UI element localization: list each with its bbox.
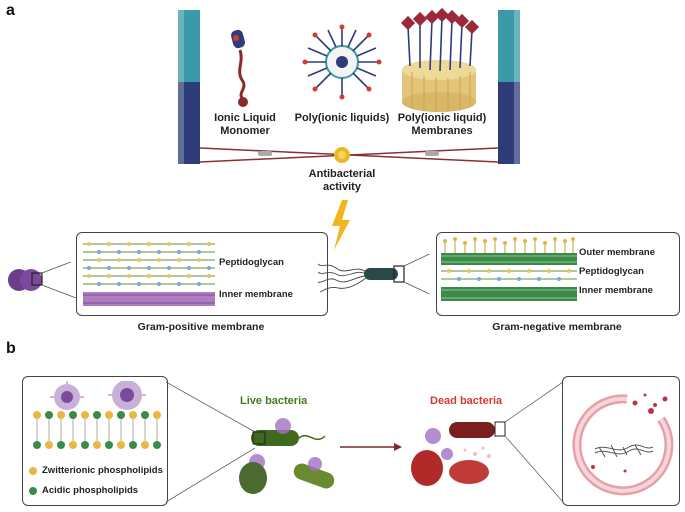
gram-positive-membrane-drawing: [83, 242, 215, 306]
monomer-label: Ionic Liquid Monomer: [214, 112, 276, 137]
gp-peptidoglycan-label: Peptidoglycan: [219, 257, 284, 268]
gram-negative-box: Outer membrane Peptidoglycan Inner membr…: [436, 232, 680, 316]
panel-a-illustration: [178, 7, 520, 164]
right-pillar: [498, 10, 520, 164]
panel-b-letter: b: [6, 340, 16, 357]
pil-membrane-icon: [400, 7, 480, 112]
lightning-icon: [332, 200, 350, 250]
gram-negative-bacterium: [318, 254, 431, 294]
lipid-bilayer-box: Zwitterionic phospholipids Acidic phosph…: [22, 376, 168, 506]
knot-icon: [334, 147, 350, 163]
gn-outer-membrane-label: Outer membrane: [579, 247, 656, 258]
legend-zwitterionic-label: Zwitterionic phospholipids: [42, 465, 163, 476]
zwitterionic-lipid-icon: [29, 467, 37, 475]
gn-peptidoglycan-label: Peptidoglycan: [579, 266, 644, 277]
antibacterial-activity-label: Antibacterial activity: [308, 168, 376, 193]
left-pillar: [178, 10, 200, 164]
lipid-bilayer-drawing: [33, 381, 161, 449]
pil-cluster-icon: [50, 381, 146, 410]
acidic-lipid-icon: [29, 487, 37, 495]
gram-positive-bacterium: [8, 262, 77, 298]
dead-bacteria-drawing: [411, 381, 564, 503]
pil-membranes-label: Poly(ionic liquid) Membranes: [397, 112, 487, 137]
gp-inner-membrane-label: Inner membrane: [219, 289, 293, 300]
dead-cell-zoom-box: [562, 376, 680, 506]
legend-zwitterionic: Zwitterionic phospholipids: [29, 465, 163, 477]
gn-inner-membrane-label: Inner membrane: [579, 285, 653, 296]
gram-positive-caption: Gram-positive membrane: [137, 321, 265, 333]
poly-ionic-liquids-label: Poly(ionic liquids): [294, 112, 390, 124]
legend-acidic-label: Acidic phospholipids: [42, 485, 139, 496]
arrow-icon: [340, 443, 402, 451]
live-bacteria-drawing: [165, 381, 335, 503]
live-bacteria-label: Live bacteria: [240, 395, 308, 407]
gram-negative-membrane-drawing: [441, 237, 577, 301]
gram-positive-box: Peptidoglycan Inner membrane: [76, 232, 328, 316]
dead-bacteria-label: Dead bacteria: [430, 395, 503, 407]
ruptured-membrane-drawing: [572, 393, 674, 496]
legend-acidic: Acidic phospholipids: [29, 485, 138, 497]
gram-negative-caption: Gram-negative membrane: [492, 321, 622, 333]
panel-a-letter: a: [6, 2, 15, 19]
poly-ionic-liquid-icon: [302, 24, 382, 100]
monomer-icon: [230, 29, 248, 107]
